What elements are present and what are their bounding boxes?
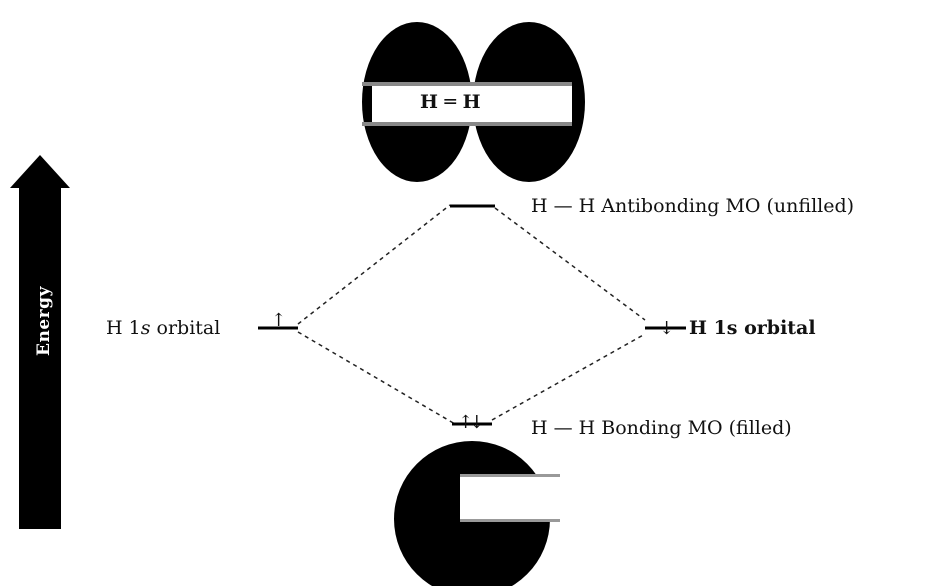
right-1s-orbital-label: H 1s orbital xyxy=(689,317,816,339)
antibonding-atoms-label: H ═ H xyxy=(420,91,481,113)
antibonding-mo-label: H — H Antibonding MO (unfilled) xyxy=(531,195,855,217)
correlation-lines xyxy=(297,204,646,425)
left-label-prefix: H 1 xyxy=(106,317,141,339)
left-label-suffix: orbital xyxy=(150,317,221,339)
left-1s-orbital-label: H 1s orbital xyxy=(106,317,220,339)
bonding-electrons: ↑↓ xyxy=(458,412,484,433)
right-1s-electron: ↓ xyxy=(659,318,675,339)
left-label-italic: s xyxy=(140,317,151,339)
bonding-orbital-blob xyxy=(394,441,560,586)
energy-axis-label: Energy xyxy=(34,286,54,356)
left-1s-electron: ↑ xyxy=(271,310,287,331)
antibonding-orbital-lobes xyxy=(362,22,585,182)
energy-arrow xyxy=(10,155,70,529)
bonding-mo-label: H — H Bonding MO (filled) xyxy=(531,417,792,439)
